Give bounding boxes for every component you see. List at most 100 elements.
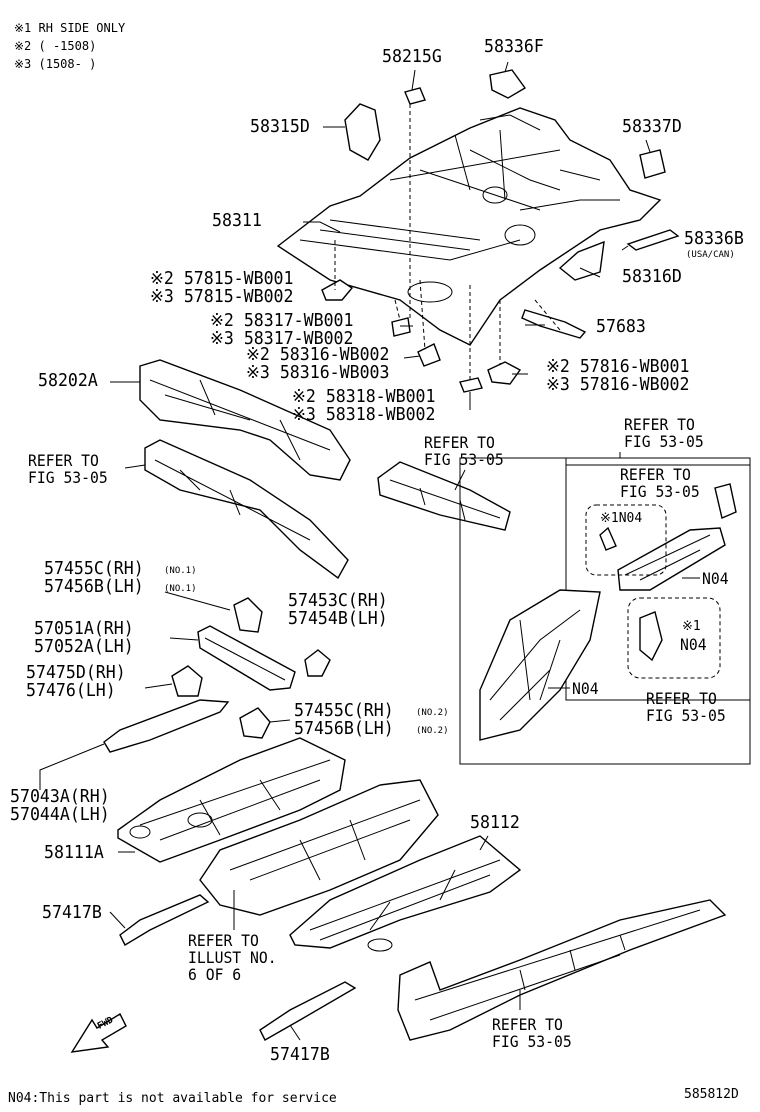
floor-pan-58311 [276, 107, 662, 346]
bracket-57816 [487, 361, 522, 385]
label-no1-a: (NO.1) [164, 566, 197, 576]
part-label-57456B-lh-1: 57456B(LH) [44, 576, 144, 597]
ref-left-line2: FIG 53-05 [28, 468, 108, 487]
part-label-58336B-region: (USA/CAN) [686, 250, 735, 260]
sill-assembly-n04 [479, 589, 601, 741]
label-no1-b: (NO.1) [164, 584, 197, 594]
part-label-58336B: 58336B [684, 228, 744, 249]
ref-inner-line1: REFER TO [620, 465, 691, 484]
rail-left-53-05 [124, 439, 349, 580]
note-before-1508: ※2 ( -1508) [14, 39, 97, 53]
ref-inner-line2: FIG 53-05 [620, 482, 700, 501]
part-label-58111A: 58111A [44, 842, 104, 863]
bracket-58337D [639, 149, 666, 179]
bracket-58215G [404, 87, 426, 105]
bracket-57815 [321, 279, 354, 301]
ref-illust-line3: 6 OF 6 [188, 965, 242, 984]
part-label-58318-wb002: ※3 58318-WB002 [292, 404, 436, 425]
ref-box-bottom-line1: REFER TO [646, 689, 717, 708]
ref-top-right-line2: FIG 53-05 [624, 432, 704, 451]
ref-box-bottom-line2: FIG 53-05 [646, 706, 726, 725]
bracket-57683 [521, 309, 587, 339]
label-n04-rh: ※1N04 [600, 511, 643, 526]
label-n04-side-mark: ※1 [682, 619, 701, 634]
part-label-57052A: 57052A(LH) [34, 636, 134, 657]
bracket-58336B [626, 229, 680, 251]
bracket-58316D [558, 240, 605, 281]
bracket-58318 [459, 377, 483, 393]
label-no2-b: (NO.2) [416, 726, 449, 736]
bracket-58336F [489, 69, 527, 99]
bracket-57455C [233, 597, 263, 633]
part-label-57816-wb002: ※3 57816-WB002 [546, 374, 690, 395]
bracket-57475D [171, 665, 203, 697]
part-label-57453C: 57453C(RH) [288, 590, 388, 611]
part-label-58317-wb002: ※3 58317-WB002 [210, 328, 354, 349]
part-label-58337D: 58337D [622, 116, 682, 137]
rail-58202A [110, 359, 351, 481]
part-label-58112: 58112 [470, 812, 520, 833]
note-after-1508: ※3 (1508- ) [14, 57, 97, 71]
rail-center-53-05 [377, 461, 511, 531]
ref-center-line2: FIG 53-05 [424, 450, 504, 469]
part-label-57417B-b: 57417B [270, 1044, 330, 1065]
rail-57051A [197, 625, 296, 691]
part-label-57476: 57476(LH) [26, 680, 116, 701]
label-n04-rail: N04 [702, 569, 729, 588]
bracket-58315D [344, 103, 381, 161]
part-label-57683: 57683 [596, 316, 646, 337]
part-label-58315D: 58315D [250, 116, 310, 137]
part-label-58215G: 58215G [382, 46, 442, 67]
inner-box [565, 464, 751, 701]
bracket-57453C [304, 649, 331, 677]
part-label-58202A: 58202A [38, 370, 98, 391]
part-label-57815-wb002: ※3 57815-WB002 [150, 286, 294, 307]
part-label-57043A: 57043A(RH) [10, 786, 110, 807]
ref-center-line1: REFER TO [424, 433, 495, 452]
fwd-arrow-icon [70, 1013, 127, 1053]
part-label-57475D: 57475D(RH) [26, 662, 126, 683]
part-label-57454B: 57454B(LH) [288, 608, 388, 629]
part-label-58317-wb001: ※2 58317-WB001 [210, 310, 354, 331]
part-label-57051A: 57051A(RH) [34, 618, 134, 639]
note-rh-side-only: ※1 RH SIDE ONLY [14, 21, 126, 35]
part-label-57455C-rh-1: 57455C(RH) [44, 558, 144, 579]
bracket-58317 [391, 317, 411, 337]
part-label-58316-wb003: ※3 58316-WB003 [246, 362, 390, 383]
bracket-n04-side [639, 611, 663, 662]
ref-bottom-line2: FIG 53-05 [492, 1032, 572, 1051]
part-label-58316-wb002: ※2 58316-WB002 [246, 344, 390, 365]
diagram-id: 585812D [684, 1087, 739, 1102]
part-label-57815-wb001: ※2 57815-WB001 [150, 268, 294, 289]
label-n04-side: N04 [680, 635, 707, 654]
floor-pan-58111A [117, 737, 346, 863]
sill-bottom-right [397, 899, 727, 1041]
bracket-58316-wb [417, 343, 441, 367]
ref-illust-line2: ILLUST NO. [188, 948, 277, 967]
bracket-53-05-small [714, 483, 737, 519]
part-label-58336F: 58336F [484, 36, 544, 57]
footer-note: N04:This part is not available for servi… [8, 1091, 337, 1106]
rocker-57417B-b [259, 981, 357, 1041]
ref-bottom-line1: REFER TO [492, 1015, 563, 1034]
floor-pan-58112 [289, 835, 522, 952]
part-label-57044A: 57044A(LH) [10, 804, 110, 825]
rail-n04 [617, 527, 726, 591]
ref-top-right-line1: REFER TO [624, 415, 695, 434]
label-n04-sill: N04 [572, 679, 599, 698]
clip-n04-inner [599, 526, 617, 551]
part-label-58316D: 58316D [622, 266, 682, 287]
bracket-57455C-2 [239, 707, 271, 739]
part-label-58318-wb001: ※2 58318-WB001 [292, 386, 436, 407]
ref-illust-line1: REFER TO [188, 931, 259, 950]
rocker-57417B-a [119, 894, 210, 946]
tunnel-assembly [199, 779, 439, 930]
part-label-58311: 58311 [212, 210, 262, 231]
part-label-57816-wb001: ※2 57816-WB001 [546, 356, 690, 377]
reinforcement-57043A [103, 699, 230, 753]
part-label-57417B-a: 57417B [42, 902, 102, 923]
label-no2-a: (NO.2) [416, 708, 449, 718]
part-label-57456B-lh-2: 57456B(LH) [294, 718, 394, 739]
